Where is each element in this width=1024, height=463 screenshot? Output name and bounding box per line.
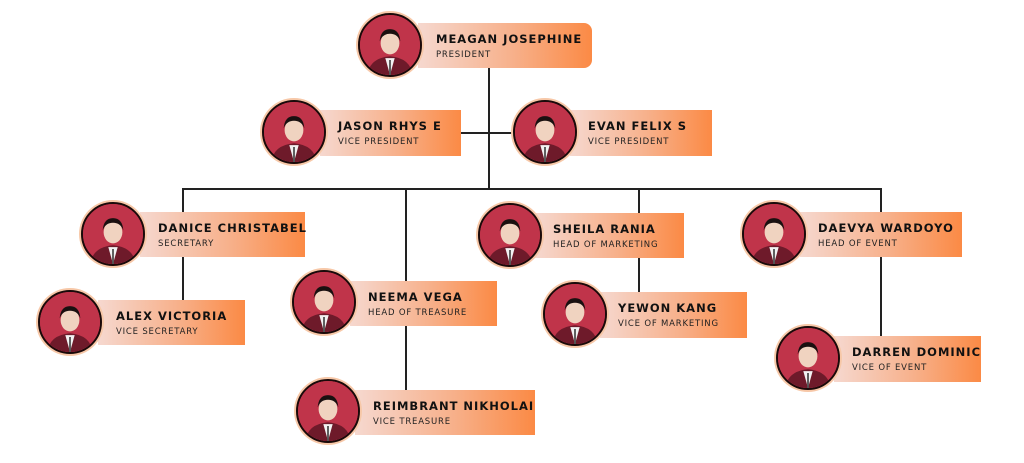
- member-label: SHEILA RANIA HEAD OF MARKETING: [535, 213, 684, 258]
- member-name: DANICE CHRISTABEL: [158, 220, 307, 235]
- member-photo: [296, 379, 360, 443]
- member-label: DANICE CHRISTABEL SECRETARY: [140, 212, 307, 257]
- member-label: MEAGAN JOSEPHINE PRESIDENT: [418, 23, 592, 68]
- connector: [182, 188, 881, 190]
- member-role: VICE OF EVENT: [852, 363, 928, 373]
- member-label: YEWON KANG VICE OF MARKETING: [600, 292, 747, 338]
- member-name: JASON RHYS E: [338, 119, 442, 133]
- connector: [182, 188, 184, 212]
- member-role: SECRETARY: [158, 238, 215, 249]
- member-photo: [81, 202, 145, 266]
- member-role: VICE PRESIDENT: [338, 137, 420, 147]
- member-role: PRESIDENT: [436, 49, 491, 60]
- member-name: YEWON KANG: [618, 301, 718, 315]
- member-photo: [292, 270, 356, 334]
- connector: [638, 258, 640, 292]
- member-name: REIMBRANT NIKHOLAI: [373, 398, 535, 413]
- member-name: MEAGAN JOSEPHINE: [436, 31, 583, 46]
- member-label: REIMBRANT NIKHOLAI VICE TREASURE: [355, 390, 535, 435]
- connector: [182, 257, 184, 300]
- member-label: NEEMA VEGA HEAD OF TREASURE: [350, 281, 497, 326]
- member-label: DAEVYA WARDOYO HEAD OF EVENT: [800, 212, 962, 257]
- member-role: VICE PRESIDENT: [588, 137, 670, 147]
- member-label: EVAN FELIX S VICE PRESIDENT: [570, 110, 712, 156]
- member-name: ALEX VICTORIA: [116, 308, 228, 323]
- member-photo: [776, 326, 840, 390]
- member-photo: [38, 290, 102, 354]
- member-role: HEAD OF MARKETING: [553, 239, 659, 250]
- member-role: HEAD OF EVENT: [818, 238, 898, 249]
- connector: [461, 132, 515, 134]
- member-photo: [543, 282, 607, 346]
- member-label: ALEX VICTORIA VICE SECRETARY: [98, 300, 245, 345]
- member-label: DARREN DOMINIC VICE OF EVENT: [834, 336, 981, 382]
- member-photo: [513, 100, 577, 164]
- member-label: JASON RHYS E VICE PRESIDENT: [320, 110, 461, 156]
- connector: [405, 188, 407, 281]
- member-photo: [742, 202, 806, 266]
- connector: [488, 68, 490, 189]
- member-role: VICE OF MARKETING: [618, 319, 719, 329]
- member-photo: [478, 203, 542, 267]
- member-role: VICE TREASURE: [373, 416, 451, 427]
- connector: [638, 188, 640, 213]
- member-photo: [262, 100, 326, 164]
- member-name: EVAN FELIX S: [588, 119, 687, 133]
- member-role: HEAD OF TREASURE: [368, 307, 468, 318]
- member-name: DARREN DOMINIC: [852, 345, 982, 359]
- member-role: VICE SECRETARY: [116, 326, 199, 337]
- connector: [880, 188, 882, 212]
- connector: [405, 326, 407, 390]
- member-name: DAEVYA WARDOYO: [818, 220, 954, 235]
- connector: [880, 257, 882, 336]
- member-name: NEEMA VEGA: [368, 289, 463, 304]
- member-name: SHEILA RANIA: [553, 221, 656, 236]
- member-photo: [358, 13, 422, 77]
